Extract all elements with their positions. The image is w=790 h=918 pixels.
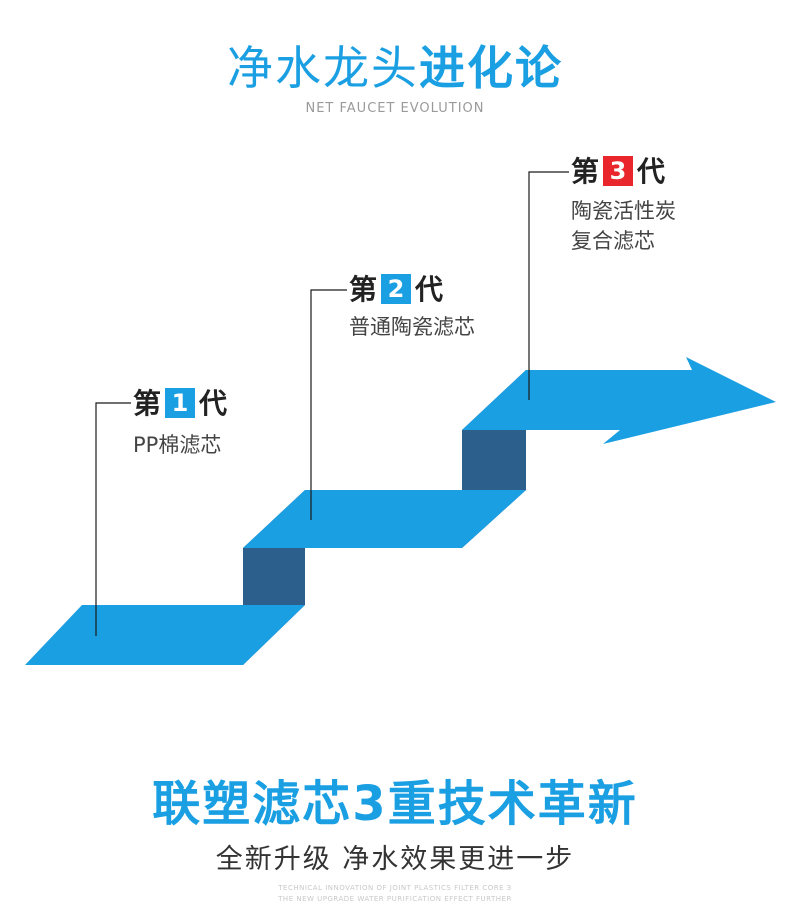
gen-prefix: 第 (133, 387, 161, 420)
gen-suffix: 代 (637, 155, 665, 188)
generation-3-desc: 陶瓷活性炭 复合滤芯 (571, 196, 676, 256)
fine-print-line-2: THE NEW UPGRADE WATER PURIFICATION EFFEC… (0, 895, 790, 903)
desc-line: 陶瓷活性炭 (571, 196, 676, 226)
gen-number-badge: 1 (165, 388, 195, 418)
gen-prefix: 第 (571, 155, 599, 188)
leader-line-3 (529, 172, 569, 400)
stair-tread-2 (243, 490, 526, 548)
gen-suffix: 代 (199, 387, 227, 420)
desc-line: 普通陶瓷滤芯 (349, 312, 475, 342)
desc-line: 复合滤芯 (571, 226, 676, 256)
tagline: 全新升级 净水效果更进一步 (0, 837, 790, 876)
leader-line-2 (311, 290, 347, 520)
gen-number-badge: 2 (381, 274, 411, 304)
generation-2-desc: 普通陶瓷滤芯 (349, 312, 475, 342)
gen-suffix: 代 (415, 273, 443, 306)
fine-print-line-1: TECHNICAL INNOVATION OF JOINT PLASTICS F… (0, 884, 790, 892)
generation-1-desc: PP棉滤芯 (133, 430, 221, 460)
leader-line-1 (96, 403, 131, 636)
headline: 联塑滤芯3重技术革新 (0, 764, 790, 834)
desc-line: PP棉滤芯 (133, 430, 221, 460)
gen-number-badge: 3 (603, 156, 633, 186)
gen-prefix: 第 (349, 273, 377, 306)
stair-tread-1 (25, 605, 305, 665)
